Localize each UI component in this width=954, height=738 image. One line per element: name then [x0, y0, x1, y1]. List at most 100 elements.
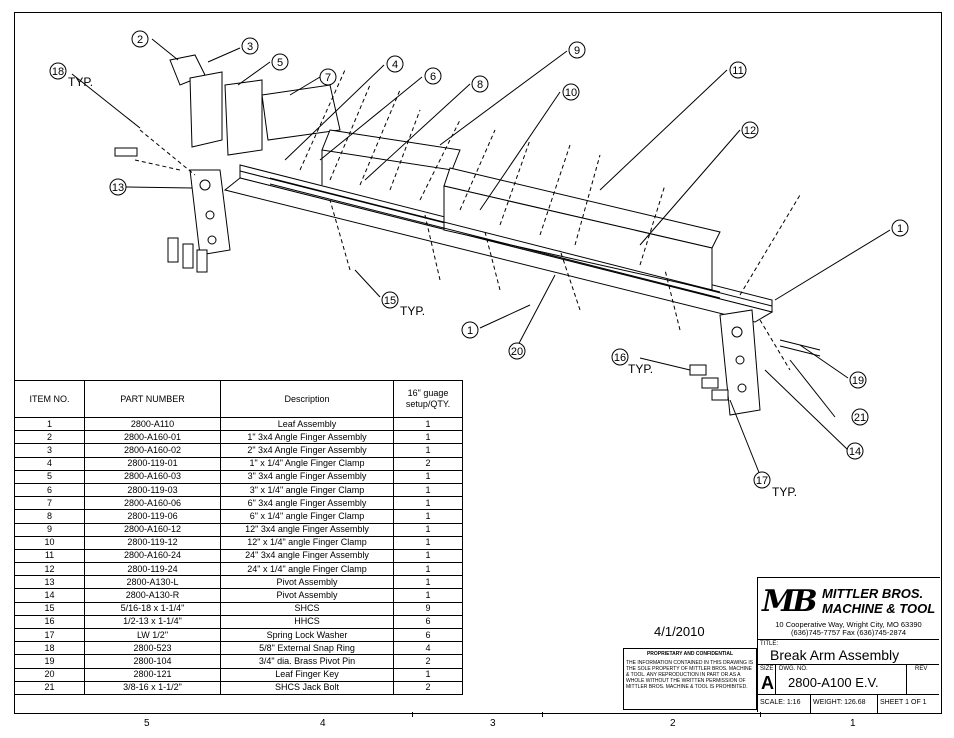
balloon-13 [109, 178, 127, 196]
balloon-label: 4 [392, 59, 398, 71]
bom-header-description: Description [220, 380, 394, 418]
proprietary-text: THE INFORMATION CONTAINED IN THIS DRAWIN… [626, 660, 754, 690]
bom-qty: 6 [393, 627, 463, 643]
title-label: TITLE: [760, 641, 779, 647]
bom-description: 24" x 1/4" angle Finger Clamp [220, 562, 394, 577]
bom-description: Leaf Finger Key [220, 667, 394, 682]
bom-description: SHCS Jack Bolt [220, 680, 394, 695]
balloon-19 [849, 371, 867, 389]
bom-item-no: 7 [14, 496, 85, 511]
bom-qty: 4 [393, 641, 463, 656]
bom-item-no: 10 [14, 535, 85, 550]
typ-label: TYP. [772, 485, 797, 499]
bom-description: 3" 3x4 angle Finger Assembly [220, 469, 394, 484]
balloon-label: 6 [430, 71, 436, 83]
bom-item-no: 6 [14, 482, 85, 498]
balloon-label: 2 [137, 34, 143, 46]
bom-part-number: 2800-104 [84, 654, 221, 669]
bom-part-number: 2800-A160-01 [84, 430, 221, 445]
bom-qty: 1 [393, 416, 463, 432]
balloon-12 [741, 121, 759, 139]
balloon-8 [471, 75, 489, 93]
bom-qty: 1 [393, 509, 463, 524]
bom-part-number: 2800-119-03 [84, 482, 221, 498]
finger-7 [261, 84, 341, 141]
bom-header-part-number: PART NUMBER [84, 380, 221, 418]
bom-item-no: 11 [14, 548, 85, 564]
bom-header-row: ITEM NO. PART NUMBER Description 16" gua… [14, 380, 463, 418]
bom-qty: 1 [393, 443, 463, 458]
bom-description: Pivot Assembly [220, 588, 394, 603]
company-name-line1: MITTLER BROS. [822, 586, 924, 601]
rev-label: REV [915, 666, 928, 672]
bom-part-number: 2800-119-12 [84, 535, 221, 550]
bom-part-number: 2800-523 [84, 641, 221, 656]
balloon-label: 3 [247, 41, 253, 53]
bom-description: 24" 3x4 angle Finger Assembly [220, 548, 394, 564]
proprietary-notice: PROPRIETARY AND CONFIDENTIAL THE INFORMA… [623, 648, 757, 710]
bom-part-number: 2800-A160-12 [84, 522, 221, 537]
bom-header-item-no: ITEM NO. [14, 380, 85, 418]
balloon-9 [568, 41, 586, 59]
logo-mark: MB [762, 584, 818, 619]
bill-of-materials-table: ITEM NO. PART NUMBER Description 16" gua… [14, 380, 463, 695]
bom-part-number: 5/16-18 x 1-1/4" [84, 601, 221, 616]
bom-item-no: 4 [14, 456, 85, 471]
size-value: A [761, 673, 774, 693]
bom-description: 1" 3x4 Angle Finger Assembly [220, 430, 394, 445]
bom-part-number: 2800-A130-L [84, 575, 221, 590]
bom-item-no: 15 [14, 601, 85, 616]
bom-qty: 1 [393, 496, 463, 511]
balloon-15 [381, 291, 399, 309]
balloon-label: 8 [477, 79, 483, 91]
bom-item-no: 19 [14, 654, 85, 669]
pivot-right [719, 309, 761, 416]
address-line1: 10 Cooperative Way, Wright City, MO 6339… [775, 620, 922, 629]
dwg-no-label: DWG. NO. [779, 666, 808, 672]
balloon-label: 9 [574, 45, 580, 57]
balloon-1-right [891, 219, 909, 237]
zone-label: 5 [144, 718, 150, 729]
bom-part-number: 1/2-13 x 1-1/4" [84, 614, 221, 630]
sheet-value: SHEET 1 OF 1 [880, 699, 927, 706]
pivot-left [189, 169, 231, 256]
balloon-18 [49, 62, 67, 80]
finger-3 [189, 71, 223, 148]
bom-description: HHCS [220, 614, 394, 630]
bom-item-no: 17 [14, 627, 85, 643]
weight-value: WEIGHT: 126.68 [813, 699, 866, 706]
bom-part-number: 2800-A160-02 [84, 443, 221, 458]
bom-description: Leaf Assembly [220, 416, 394, 432]
balloon-label: 15 [384, 295, 396, 307]
balloon-17 [753, 471, 771, 489]
bom-part-number: 2800-A160-03 [84, 469, 221, 484]
company-address: 10 Cooperative Way, Wright City, MO 6339… [758, 621, 939, 637]
bom-part-number: 2800-119-01 [84, 456, 221, 471]
company-logo: MB MITTLER BROS. MACHINE & TOOL [762, 584, 938, 620]
dwg-no-value: 2800-A100 E.V. [788, 675, 879, 690]
bom-description: 1" x 1/4" Angle Finger Clamp [220, 456, 394, 471]
balloon-label: 1 [467, 325, 473, 337]
balloon-20 [508, 342, 526, 360]
bom-description: Spring Lock Washer [220, 627, 394, 643]
bom-qty: 9 [393, 601, 463, 616]
bom-qty: 1 [393, 562, 463, 577]
balloon-label: 1 [897, 223, 903, 235]
bom-part-number: 2800-A110 [84, 416, 221, 432]
company-name-line2: MACHINE & TOOL [822, 601, 936, 616]
drawing-date: 4/1/2010 [654, 624, 705, 639]
bom-qty: 1 [393, 522, 463, 537]
balloon-label: 21 [854, 412, 866, 424]
